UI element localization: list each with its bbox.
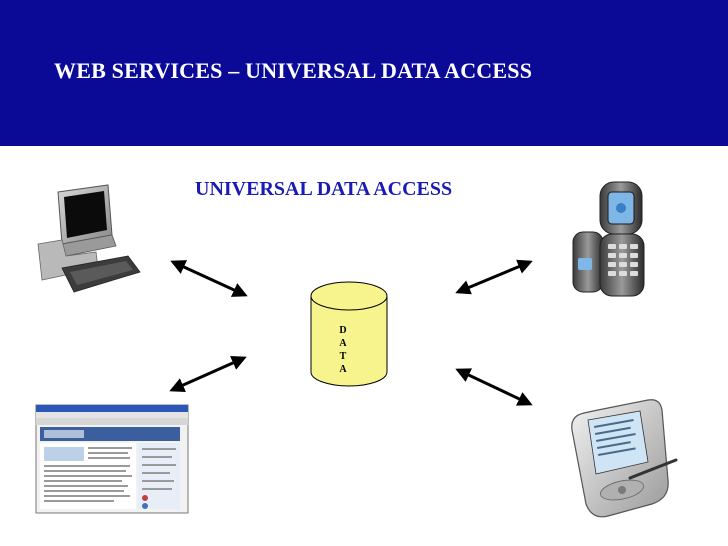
desktop-computer-icon xyxy=(37,184,141,293)
arrow-browser-data xyxy=(169,356,247,392)
header-bar: WEB SERVICES – UNIVERSAL DATA ACCESS xyxy=(0,0,728,146)
data-letter: A xyxy=(339,338,347,349)
web-browser-icon xyxy=(35,404,189,514)
diagram-subtitle: UNIVERSAL DATA ACCESS xyxy=(195,178,453,200)
data-letter: A xyxy=(339,364,347,375)
arrow-phone-data xyxy=(455,259,533,295)
arrow-desktop-data xyxy=(170,260,248,297)
slide-title: WEB SERVICES – UNIVERSAL DATA ACCESS xyxy=(54,58,533,83)
data-cylinder xyxy=(310,281,388,387)
arrow-pda-data xyxy=(455,368,533,406)
data-letter: D xyxy=(339,325,347,336)
pda-icon xyxy=(571,399,678,518)
flip-phone-icon xyxy=(572,181,645,297)
data-letter: T xyxy=(339,351,347,362)
